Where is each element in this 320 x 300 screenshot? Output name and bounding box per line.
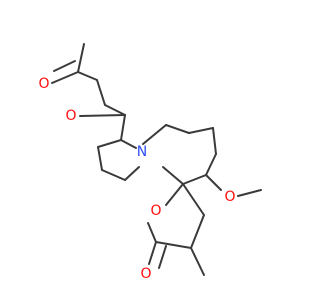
bond [51, 71, 79, 84]
bond [101, 169, 126, 181]
bond [97, 139, 122, 148]
bond [147, 222, 157, 243]
carbonyl-oxygen-bottom: O [140, 266, 151, 282]
bond [190, 214, 205, 249]
bond [104, 104, 126, 116]
bond [79, 114, 126, 117]
bond [190, 247, 205, 276]
pyrrolizidine-core [97, 124, 217, 185]
bond [77, 43, 85, 73]
carbonyl-oxygen-top: O [38, 76, 49, 92]
bond [155, 241, 192, 249]
molecule-structure-diagram: O O N O O O [38, 43, 262, 282]
bond [162, 166, 184, 185]
bond [142, 124, 167, 145]
bond [53, 60, 76, 72]
bond [120, 139, 137, 149]
bond [120, 114, 126, 141]
ring-oxygen-top: O [65, 108, 76, 124]
bond [165, 124, 190, 134]
bond [237, 189, 262, 197]
bond [97, 146, 103, 171]
bond [165, 183, 184, 206]
bond [77, 71, 98, 81]
bond [182, 183, 205, 216]
bond [188, 127, 214, 134]
bond [124, 166, 140, 181]
bond [205, 174, 222, 191]
bond [96, 79, 106, 106]
ring-oxygen-bottom: O [150, 203, 161, 219]
methoxy-oxygen: O [224, 189, 235, 205]
bond [158, 245, 167, 269]
bond [212, 127, 217, 155]
ring-nitrogen: N [137, 144, 147, 160]
bond [182, 174, 207, 185]
bottom-lactone-ring [147, 183, 205, 276]
bond [148, 241, 157, 265]
top-lactone-ring [51, 43, 126, 117]
bond [205, 153, 217, 176]
